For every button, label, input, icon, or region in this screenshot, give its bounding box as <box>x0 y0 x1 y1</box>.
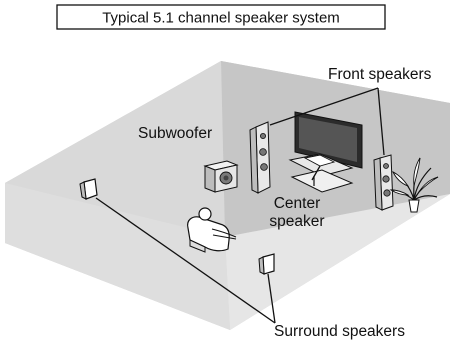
plant-pot <box>408 199 420 213</box>
armchair <box>187 216 230 252</box>
title-box: Typical 5.1 channel speaker system <box>56 4 386 30</box>
front-right-woofer1 <box>382 175 390 183</box>
front-left-tweeter <box>259 132 266 139</box>
diagram-title: Typical 5.1 channel speaker system <box>102 10 340 27</box>
tv-stand-shelf <box>290 169 354 193</box>
front-speaker-right <box>373 154 394 211</box>
room <box>5 61 450 330</box>
floor-highlight <box>225 194 450 330</box>
leader-center <box>311 165 321 181</box>
tv-glass <box>299 117 357 162</box>
tv-set <box>288 111 363 193</box>
front-floor <box>5 183 230 330</box>
front-right-woofer2 <box>383 189 391 197</box>
subwoofer <box>203 160 239 193</box>
front-left-woofer2 <box>260 163 268 171</box>
front-left-woofer1 <box>259 148 267 156</box>
listener-head <box>198 207 212 221</box>
title-frame <box>56 4 386 30</box>
leader-surround-right <box>267 273 276 324</box>
surround-speaker-left <box>79 178 98 200</box>
label-subwoofer: Subwoofer <box>138 125 212 142</box>
center-speaker <box>303 154 336 167</box>
subwoofer-side <box>204 165 216 193</box>
armchair-base <box>189 239 206 253</box>
surround-right-front <box>262 253 275 275</box>
subwoofer-dustcap <box>223 175 229 181</box>
leader-front-right <box>377 87 385 156</box>
label-surround-speakers: Surround speakers <box>274 323 405 340</box>
listener-arm <box>211 228 237 240</box>
label-front-speakers: Front speakers <box>328 66 432 83</box>
front-right-side <box>373 157 383 211</box>
listener-chair <box>187 207 237 253</box>
surround-left-side <box>79 181 87 200</box>
front-left-side <box>249 126 259 194</box>
label-center-line1: Center <box>274 195 321 212</box>
left-area <box>5 61 225 237</box>
potted-plant <box>389 157 439 213</box>
surround-right-side <box>258 256 265 275</box>
plant-leaf-shapes <box>389 157 439 196</box>
leader-lines <box>95 87 385 324</box>
label-center-line2: speaker <box>269 213 324 230</box>
front-speaker-left <box>249 121 271 194</box>
front-right-tweeter <box>383 163 389 169</box>
leader-front-left <box>269 87 379 126</box>
surround-speaker-right <box>258 253 275 275</box>
leader-surround-left <box>95 197 276 324</box>
